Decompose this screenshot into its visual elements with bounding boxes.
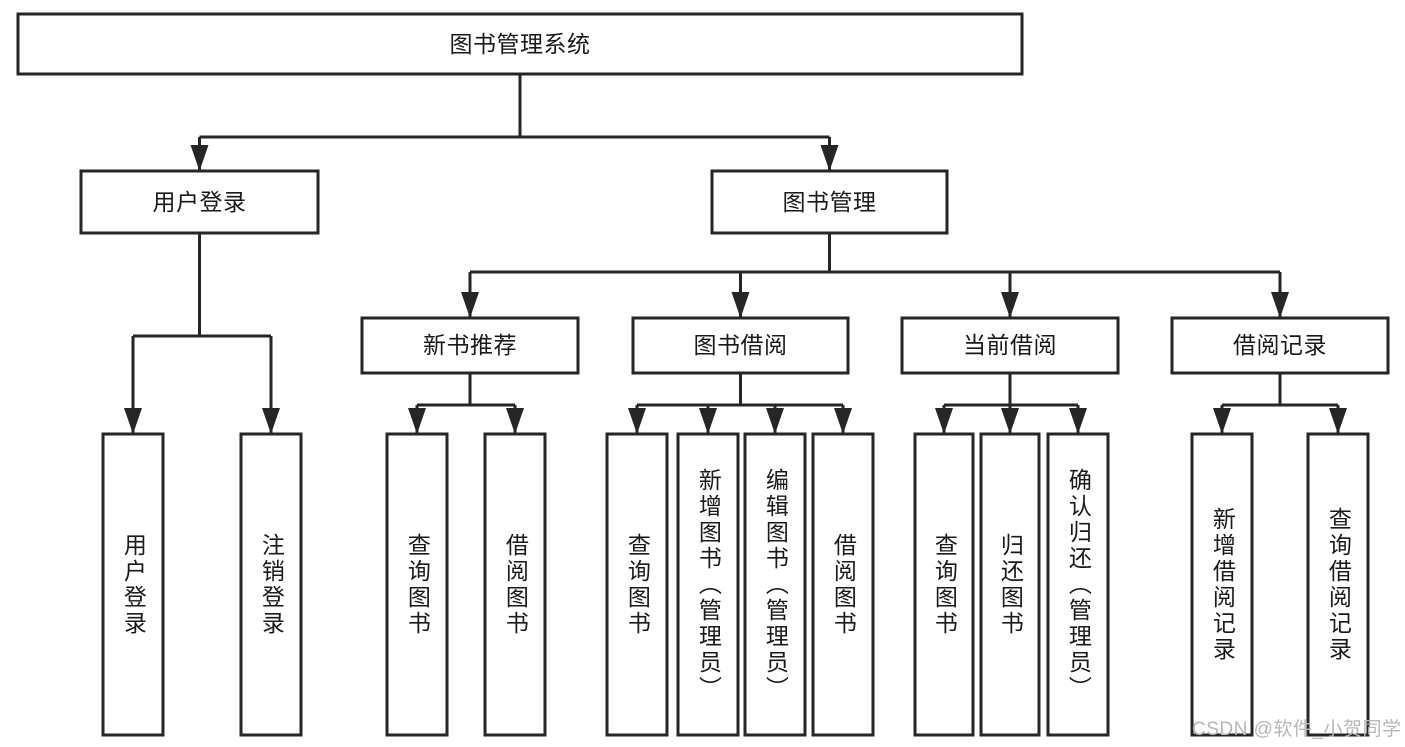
node-box-leaf-query-record[interactable]	[1306, 432, 1370, 737]
node-box-current-borrow[interactable]	[900, 316, 1120, 375]
arrow-head-root-0	[190, 145, 209, 171]
node-box-leaf-borrow-book-nb[interactable]	[483, 432, 547, 737]
node-box-leaf-user-login[interactable]	[101, 432, 165, 737]
node-box-leaf-logout[interactable]	[239, 432, 303, 737]
arrow-head-currentborrow-0	[935, 408, 953, 434]
node-box-leaf-borrow-book-bb[interactable]	[811, 432, 875, 737]
node-box-leaf-return-book[interactable]	[979, 432, 1041, 737]
node-box-leaf-query-book-bb[interactable]	[605, 432, 669, 737]
node-boxes-layer	[16, 12, 1390, 737]
arrow-head-currentborrow-2	[1069, 408, 1087, 434]
arrow-head-bookborrow-3	[834, 408, 852, 434]
node-box-borrow-record[interactable]	[1170, 316, 1390, 375]
arrow-head-borrowrecord-1	[1329, 408, 1347, 434]
arrow-head-userlogin-1	[262, 408, 280, 434]
arrow-head-bookborrow-0	[628, 408, 646, 434]
node-box-leaf-edit-book[interactable]	[743, 432, 807, 737]
node-box-root[interactable]	[16, 12, 1024, 76]
arrow-head-newbook-1	[506, 408, 524, 434]
arrow-head-bookmgmt-3	[1271, 292, 1289, 318]
node-box-leaf-confirm-return[interactable]	[1046, 432, 1110, 737]
arrow-head-currentborrow-1	[1001, 408, 1019, 434]
arrow-head-bookborrow-1	[699, 408, 717, 434]
arrow-head-userlogin-0	[124, 408, 142, 434]
node-box-leaf-query-book-cb[interactable]	[913, 432, 975, 737]
arrow-head-bookmgmt-1	[731, 292, 750, 318]
node-box-user-login[interactable]	[79, 169, 320, 235]
arrow-head-borrowrecord-0	[1213, 408, 1231, 434]
node-box-leaf-add-record[interactable]	[1190, 432, 1254, 737]
node-box-book-borrow[interactable]	[631, 316, 850, 375]
connector-edges-layer	[124, 74, 1347, 434]
node-box-book-management[interactable]	[710, 169, 949, 235]
node-box-leaf-add-book[interactable]	[676, 432, 740, 737]
csdn-watermark: CSDN @软件_小贺同学	[1192, 719, 1402, 740]
arrow-head-bookmgmt-2	[1001, 292, 1019, 318]
node-box-new-book-recommend[interactable]	[360, 316, 580, 375]
arrow-head-root-1	[820, 145, 839, 171]
arrow-head-bookborrow-2	[766, 408, 784, 434]
arrow-head-bookmgmt-0	[461, 292, 479, 318]
node-box-leaf-query-book-nb[interactable]	[385, 432, 449, 737]
arrow-head-newbook-0	[408, 408, 426, 434]
